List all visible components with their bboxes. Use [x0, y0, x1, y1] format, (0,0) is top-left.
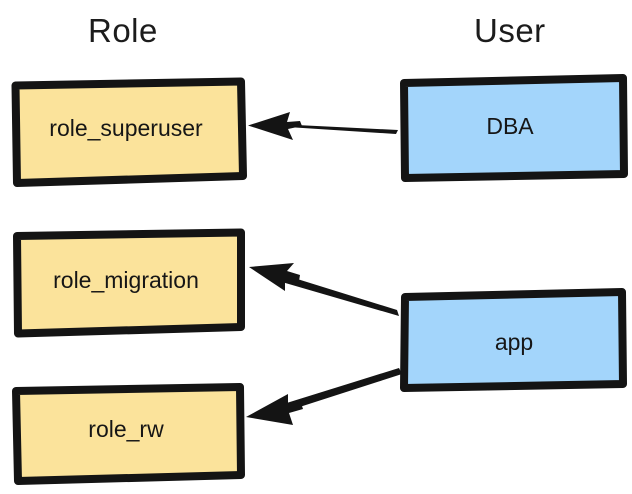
edge-app-to-role-rw	[246, 368, 402, 425]
node-box-sketch-overstroke	[400, 76, 627, 181]
node-role-rw[interactable]: role_rw	[10, 382, 246, 488]
node-app[interactable]: app	[396, 286, 628, 394]
node-box-sketch-overstroke	[13, 385, 244, 484]
node-box-shape	[13, 228, 245, 338]
edge-app-to-role-migration	[249, 263, 399, 316]
column-heading-user: User	[474, 12, 546, 49]
node-box-shape	[11, 77, 247, 187]
node-box-shape	[400, 288, 627, 392]
node-box-sketch-overstroke	[401, 290, 626, 391]
node-box-shape	[400, 74, 628, 182]
node-box-sketch-overstroke	[13, 230, 244, 337]
column-heading-role: Role	[88, 12, 158, 49]
edge-dba-to-role-superuser	[248, 112, 398, 140]
node-box-sketch-overstroke	[12, 79, 247, 186]
node-role-superuser[interactable]: role_superuser	[10, 76, 247, 188]
node-role-migration[interactable]: role_migration	[10, 226, 246, 339]
node-dba[interactable]: DBA	[396, 72, 628, 184]
node-box-shape	[12, 383, 245, 485]
